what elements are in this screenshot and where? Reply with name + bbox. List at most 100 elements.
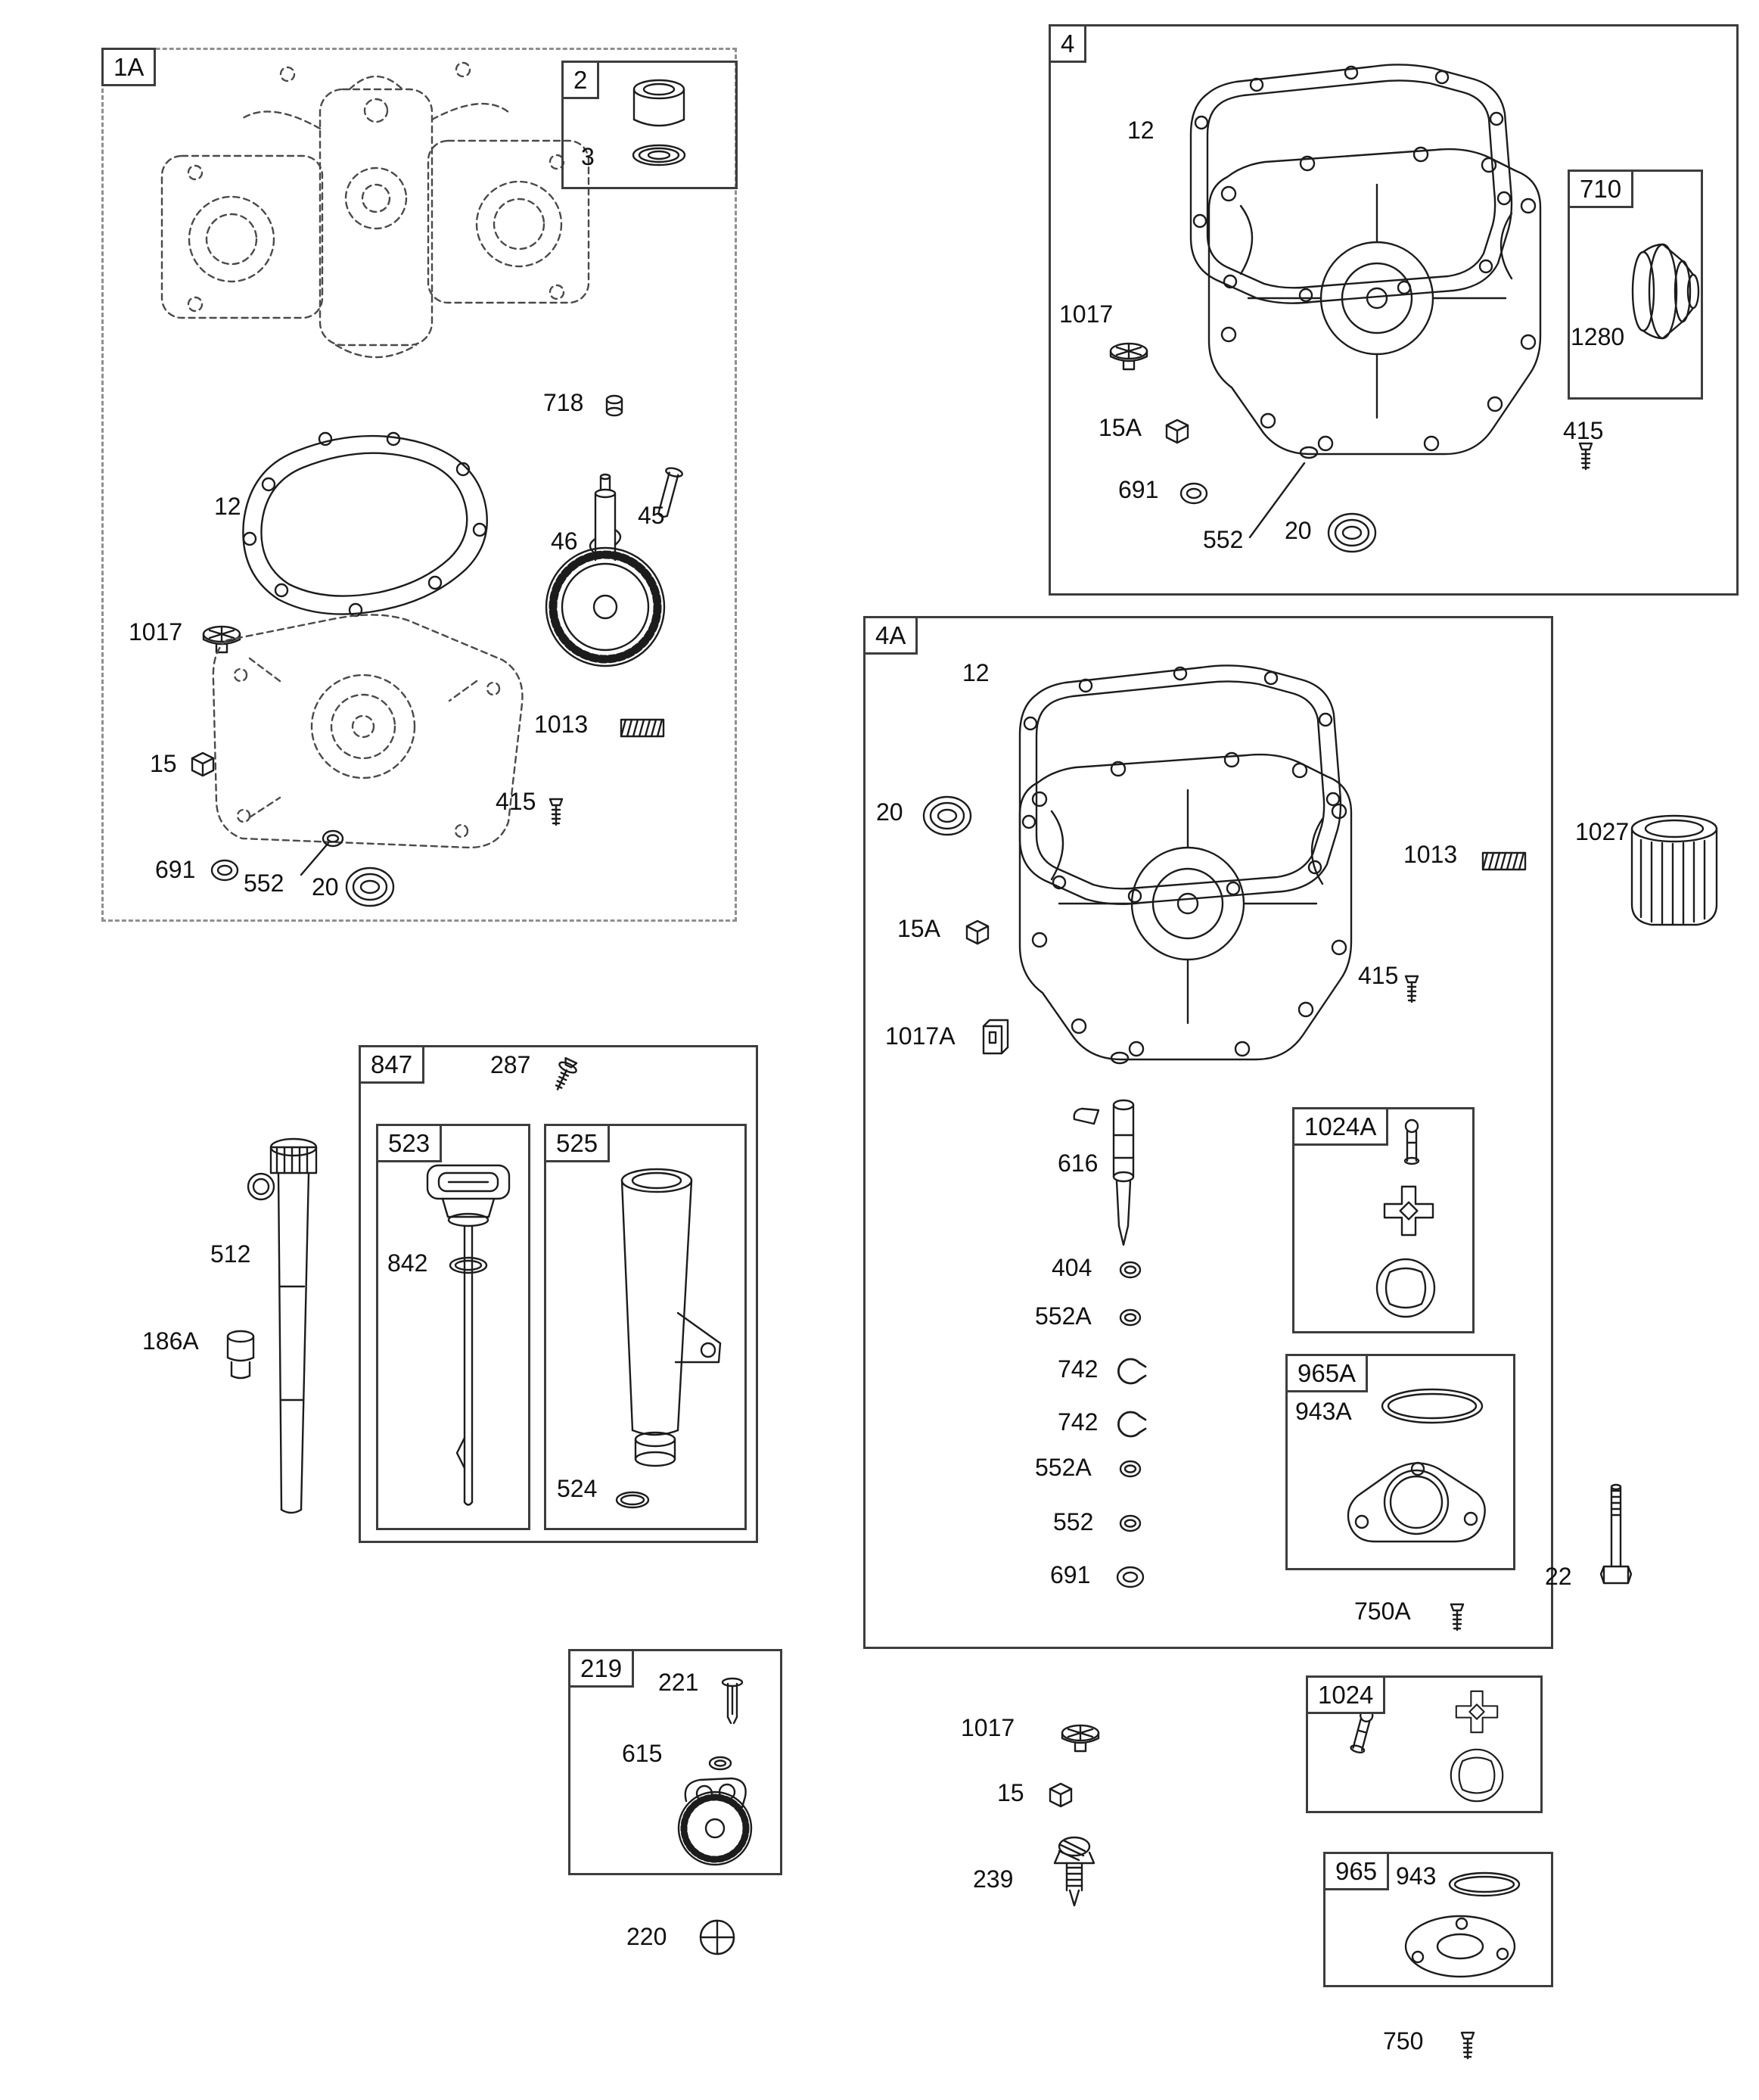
callout-691-4a: 691 [1050, 1561, 1091, 1588]
group-box-4: 4 [1049, 24, 1739, 596]
group-box-965a: 965A [1285, 1354, 1515, 1570]
group-box-710: 710 [1568, 170, 1703, 400]
filter-adapter-1280-drawing [1631, 243, 1700, 340]
callout-1017-4: 1017 [1059, 300, 1114, 328]
group-box-847: 847 [359, 1045, 758, 1543]
callout-415-4a: 415 [1358, 962, 1399, 989]
relief-valve-239-drawing [1053, 1836, 1095, 1907]
oil-filter-1027-drawing [1630, 814, 1718, 926]
callout-12-4a: 12 [962, 659, 990, 686]
group-tag-4a: 4A [863, 616, 918, 655]
group-tag-847: 847 [359, 1045, 425, 1084]
oring-524-drawing [615, 1491, 650, 1509]
group-tag-1a: 1A [101, 48, 157, 87]
callout-552-4: 552 [1203, 526, 1244, 553]
callout-616: 616 [1058, 1150, 1099, 1177]
cover-plate-965a-drawing [1347, 1461, 1486, 1543]
callout-20-4a: 20 [876, 798, 903, 826]
callout-552-1a: 552 [244, 870, 284, 897]
callout-186a: 186A [142, 1327, 199, 1355]
callout-524: 524 [557, 1475, 598, 1502]
callout-15a-4: 15A [1099, 414, 1142, 441]
group-box-219: 219 [568, 1649, 782, 1875]
callout-221: 221 [658, 1669, 699, 1696]
oil-pump-shaft-616-drawing [1073, 1099, 1135, 1246]
callout-943: 943 [1396, 1862, 1437, 1890]
callout-415-1a: 415 [496, 788, 536, 815]
adapter-186a-drawing [226, 1330, 255, 1380]
callout-842: 842 [387, 1249, 428, 1277]
callout-1027: 1027 [1575, 818, 1630, 845]
callout-15-bottom: 15 [997, 1779, 1024, 1806]
pin-221-drawing [721, 1677, 744, 1725]
callout-22: 22 [1545, 1563, 1572, 1590]
callout-750a: 750A [1354, 1598, 1411, 1625]
plug-15-bottom-drawing [1049, 1782, 1073, 1808]
crankcase-lower-drawing [212, 614, 524, 849]
seal-3-drawing [632, 144, 686, 166]
callout-15-1a: 15 [150, 750, 177, 777]
group-tag-1024a: 1024A [1292, 1107, 1389, 1146]
group-box-525: 525 [544, 1124, 747, 1530]
callout-750: 750 [1383, 2027, 1424, 2055]
group-box-965: 965 [1323, 1852, 1553, 1987]
callout-718: 718 [543, 389, 584, 416]
group-tag-1024: 1024 [1306, 1675, 1386, 1715]
callout-20-4: 20 [1285, 517, 1312, 544]
callout-1017-bottom: 1017 [961, 1714, 1015, 1741]
group-tag-4: 4 [1049, 24, 1087, 64]
oring-943a-drawing [1381, 1388, 1484, 1424]
screw-287-drawing [555, 1056, 578, 1090]
oring-842-drawing [449, 1256, 488, 1274]
callout-1013-4a: 1013 [1403, 841, 1458, 868]
group-tag-2: 2 [561, 61, 600, 100]
governor-gear-drawing [677, 1777, 753, 1866]
callout-512: 512 [210, 1240, 251, 1268]
callout-239: 239 [973, 1865, 1014, 1893]
callout-1280: 1280 [1571, 323, 1625, 350]
callout-12-4: 12 [1127, 117, 1155, 144]
callout-3: 3 [581, 143, 595, 170]
callout-20-1a: 20 [312, 873, 339, 901]
gasket-12-1a-drawing [242, 431, 488, 618]
group-box-1a: 1A [101, 48, 737, 922]
camshaft-46-drawing [545, 473, 666, 667]
group-box-1024: 1024 [1306, 1675, 1543, 1813]
plug-718-drawing [605, 394, 623, 417]
group-tag-523: 523 [376, 1124, 443, 1163]
callout-691-1a: 691 [155, 856, 196, 883]
fill-tube-525-drawing [620, 1168, 722, 1467]
callout-552a-1: 552A [1035, 1302, 1092, 1330]
callout-943a: 943A [1295, 1398, 1352, 1425]
callout-1013-1a: 1013 [534, 711, 589, 738]
engine-top-view-drawing [160, 61, 590, 359]
callout-45: 45 [638, 502, 665, 529]
oring-943-drawing [1448, 1871, 1521, 1897]
group-tag-965a: 965A [1285, 1354, 1369, 1393]
callout-552a-2: 552A [1035, 1454, 1092, 1481]
group-tag-219: 219 [568, 1649, 635, 1688]
callout-1017a: 1017A [885, 1022, 956, 1050]
callout-552-4a: 552 [1053, 1508, 1094, 1535]
group-box-2: 2 [561, 61, 738, 189]
screw-750-drawing [1460, 2031, 1475, 2060]
plug-1017a-drawing [982, 1019, 1009, 1055]
pin-45-drawing [657, 467, 683, 518]
group-box-1024a: 1024A [1292, 1107, 1475, 1333]
callout-287: 287 [490, 1051, 531, 1078]
group-tag-965: 965 [1323, 1852, 1390, 1891]
callout-220: 220 [626, 1923, 667, 1950]
callout-1017-1a: 1017 [129, 618, 183, 646]
callout-15a-4a: 15A [897, 915, 940, 942]
bushing-2-drawing [632, 79, 685, 127]
group-tag-525: 525 [544, 1124, 611, 1163]
cover-965-drawing [1404, 1915, 1516, 1978]
plug-1017-bottom-drawing [1061, 1724, 1100, 1753]
callout-742-2: 742 [1058, 1408, 1099, 1436]
group-box-4a: 4A [863, 616, 1553, 1649]
washer-220-drawing [699, 1919, 735, 1955]
dipstick-tube-512-drawing [247, 1137, 318, 1514]
leader-lines [300, 462, 1306, 876]
